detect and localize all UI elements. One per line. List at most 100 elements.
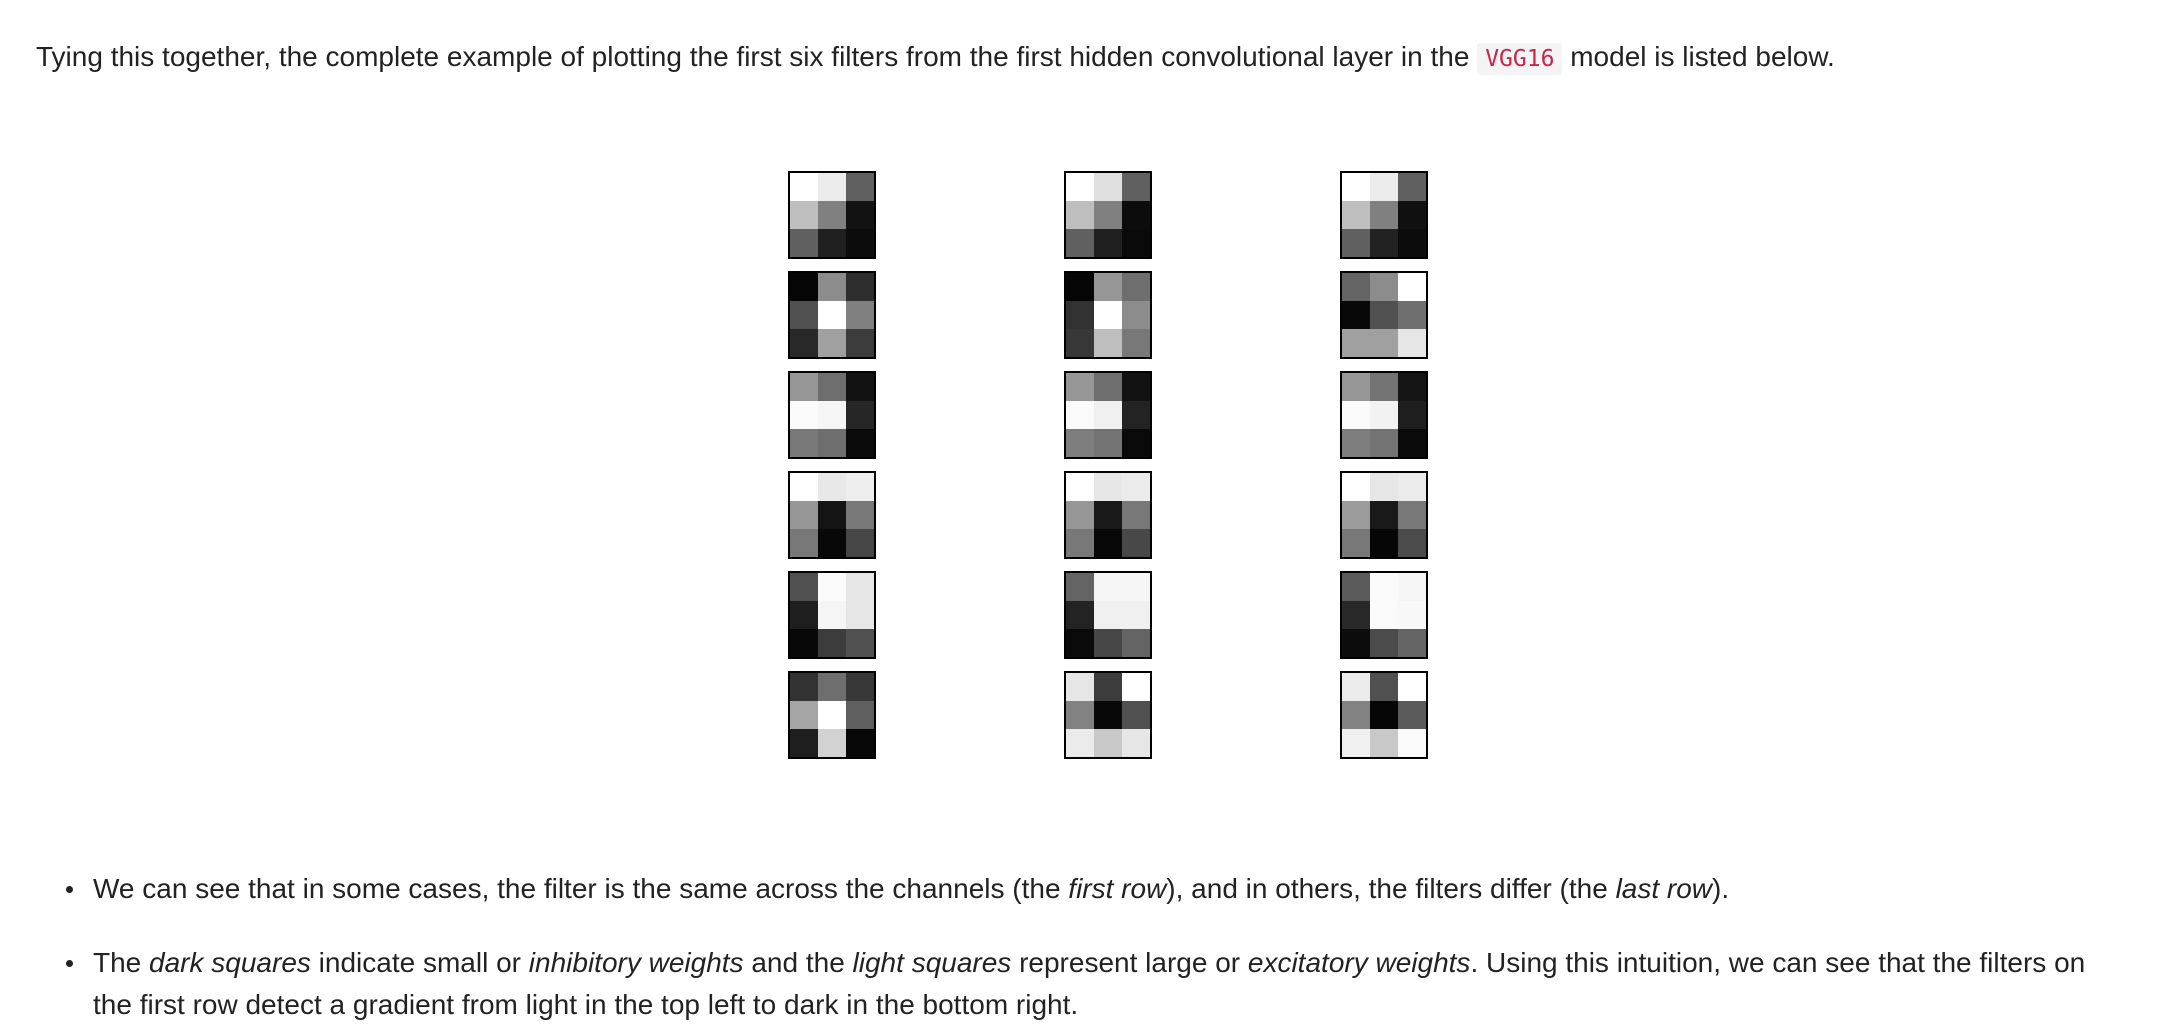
emphasis-text: last row <box>1615 873 1713 904</box>
kernel-cell <box>1370 173 1398 201</box>
kernel-cell <box>1122 529 1150 557</box>
kernel-cell <box>1342 729 1370 757</box>
kernel-cell <box>1066 273 1094 301</box>
bullet-item-1: We can see that in some cases, the filte… <box>66 868 2113 910</box>
kernel-cell <box>1342 301 1370 329</box>
kernel-border <box>1340 471 1428 559</box>
kernel-cell <box>818 601 846 629</box>
filter-6-channel-3 <box>1340 671 1428 759</box>
intro-text-before: Tying this together, the complete exampl… <box>36 41 1470 72</box>
filter-grid-figure <box>788 171 1428 759</box>
kernel-cell <box>1066 573 1094 601</box>
kernel-cell <box>818 729 846 757</box>
kernel-cell <box>1122 329 1150 357</box>
body-text: indicate small or <box>310 947 529 978</box>
kernel-cell <box>1122 729 1150 757</box>
kernel-cell <box>1398 201 1426 229</box>
observations-list: We can see that in some cases, the filte… <box>0 868 2166 1026</box>
kernel-cell <box>1122 701 1150 729</box>
kernel-cell <box>1370 573 1398 601</box>
kernel-cell <box>1370 729 1398 757</box>
kernel-cell <box>790 729 818 757</box>
kernel-cell <box>790 501 818 529</box>
kernel-cell <box>1066 173 1094 201</box>
kernel-cell <box>818 673 846 701</box>
kernel-cell <box>790 701 818 729</box>
kernel-cell <box>846 229 874 257</box>
kernel-cell <box>790 473 818 501</box>
kernel-cell <box>846 701 874 729</box>
kernel-cell <box>1370 473 1398 501</box>
kernel-cell <box>1342 401 1370 429</box>
kernel-cell <box>1066 429 1094 457</box>
kernel-border <box>1064 271 1152 359</box>
kernel-cell <box>1122 601 1150 629</box>
kernel-cell <box>1094 429 1122 457</box>
emphasis-text: light squares <box>852 947 1012 978</box>
kernel-cell <box>1342 429 1370 457</box>
intro-text-after: model is listed below. <box>1570 41 1835 72</box>
kernel-cell <box>1342 473 1370 501</box>
filter-3-channel-1 <box>788 371 876 459</box>
filter-6-channel-1 <box>788 671 876 759</box>
kernel-cell <box>818 201 846 229</box>
kernel-cell <box>846 673 874 701</box>
emphasis-text: first row <box>1068 873 1167 904</box>
kernel-cell <box>1122 201 1150 229</box>
kernel-cell <box>1066 229 1094 257</box>
inline-code-vgg16: VGG16 <box>1477 43 1563 75</box>
filter-4-channel-2 <box>1064 471 1152 559</box>
kernel-cell <box>1094 401 1122 429</box>
kernel-cell <box>1066 529 1094 557</box>
kernel-cell <box>1370 701 1398 729</box>
kernel-cell <box>1398 429 1426 457</box>
kernel-border <box>788 171 876 259</box>
kernel-cell <box>1398 701 1426 729</box>
emphasis-text: dark squares <box>149 947 311 978</box>
body-text: The <box>93 947 150 978</box>
kernel-cell <box>1398 529 1426 557</box>
kernel-cell <box>1094 673 1122 701</box>
kernel-cell <box>1342 373 1370 401</box>
kernel-cell <box>846 601 874 629</box>
kernel-cell <box>1398 273 1426 301</box>
kernel-cell <box>818 629 846 657</box>
kernel-cell <box>1398 229 1426 257</box>
body-text: We can see that in some cases, the filte… <box>93 873 1069 904</box>
kernel-cell <box>818 329 846 357</box>
kernel-cell <box>1398 629 1426 657</box>
kernel-cell <box>1094 529 1122 557</box>
kernel-cell <box>1094 601 1122 629</box>
kernel-cell <box>790 601 818 629</box>
kernel-border <box>1064 671 1152 759</box>
kernel-border <box>1064 171 1152 259</box>
filter-3-channel-3 <box>1340 371 1428 459</box>
kernel-cell <box>1094 201 1122 229</box>
kernel-cell <box>1370 373 1398 401</box>
filter-1-channel-2 <box>1064 171 1152 259</box>
kernel-cell <box>1342 701 1370 729</box>
filter-3-channel-2 <box>1064 371 1152 459</box>
kernel-cell <box>818 301 846 329</box>
kernel-cell <box>790 273 818 301</box>
kernel-cell <box>1094 373 1122 401</box>
filter-4-channel-3 <box>1340 471 1428 559</box>
filter-2-channel-1 <box>788 271 876 359</box>
kernel-cell <box>1370 601 1398 629</box>
kernel-cell <box>1398 301 1426 329</box>
kernel-cell <box>1398 373 1426 401</box>
kernel-cell <box>1370 529 1398 557</box>
kernel-border <box>788 671 876 759</box>
kernel-cell <box>846 501 874 529</box>
kernel-border <box>1064 371 1152 459</box>
kernel-cell <box>1370 229 1398 257</box>
kernel-cell <box>790 673 818 701</box>
kernel-cell <box>846 729 874 757</box>
kernel-cell <box>790 429 818 457</box>
kernel-cell <box>1342 329 1370 357</box>
kernel-cell <box>1342 629 1370 657</box>
filter-5-channel-3 <box>1340 571 1428 659</box>
kernel-cell <box>790 401 818 429</box>
filter-6-channel-2 <box>1064 671 1152 759</box>
kernel-cell <box>1094 229 1122 257</box>
